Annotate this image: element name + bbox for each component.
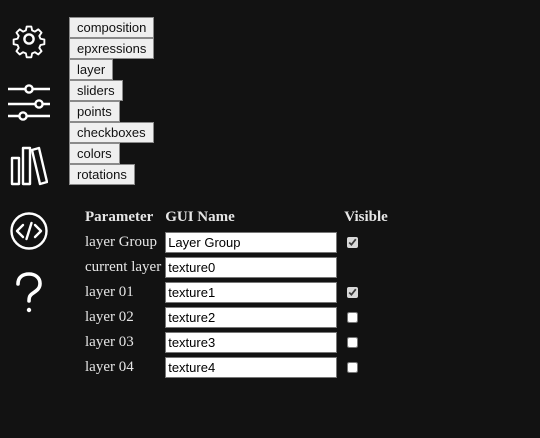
visible-checkbox[interactable] — [347, 337, 359, 349]
table-header-row: Parameter GUI Name Visible — [84, 207, 389, 229]
table-row: layer 04 — [84, 356, 389, 379]
parameter-label: layer 01 — [85, 284, 134, 300]
header-visible: Visible — [344, 209, 388, 225]
gui-name-cell — [164, 281, 338, 304]
table-row: layer Group — [84, 231, 389, 254]
gui-name-cell — [164, 306, 338, 329]
table-row: layer 02 — [84, 306, 389, 329]
tab-colors[interactable]: colors — [69, 143, 120, 164]
gui-name-input[interactable] — [165, 332, 338, 353]
sliders-icon[interactable] — [7, 84, 51, 124]
parameter-label: layer 03 — [85, 334, 134, 350]
gui-name-input[interactable] — [165, 257, 338, 278]
visible-cell — [340, 306, 389, 329]
parameter-label: layer Group — [85, 234, 158, 250]
gui-name-input[interactable] — [165, 282, 338, 303]
parameter-rows: layer Group current layer layer 01 layer 02… — [84, 231, 389, 379]
tab-expressions[interactable]: epxressions — [69, 38, 155, 59]
visible-checkbox[interactable] — [347, 312, 359, 324]
parameter-label: layer 02 — [85, 309, 134, 325]
visible-cell — [340, 331, 389, 354]
gui-name-input[interactable] — [165, 232, 338, 253]
tab-rotations[interactable]: rotations — [69, 164, 135, 185]
parameter-table: Parameter GUI Name Visible layer Group cu… — [82, 205, 391, 381]
header-gui-name: GUI Name — [165, 209, 235, 225]
table-row: layer 03 — [84, 331, 389, 354]
tab-sliders[interactable]: sliders — [69, 80, 123, 101]
library-icon[interactable] — [10, 145, 48, 187]
visible-cell — [340, 281, 389, 304]
visible-cell — [340, 256, 389, 279]
gui-name-cell — [164, 331, 338, 354]
tab-list: composition epxressions layer sliders po… — [69, 17, 155, 185]
visible-checkbox[interactable] — [347, 237, 359, 249]
tab-composition[interactable]: composition — [69, 17, 155, 38]
gui-name-cell — [164, 356, 338, 379]
gui-name-input[interactable] — [165, 307, 338, 328]
parameter-label: layer 04 — [85, 359, 134, 375]
settings-icon[interactable] — [9, 19, 49, 59]
table-row: current layer — [84, 256, 389, 279]
table-row: layer 01 — [84, 281, 389, 304]
visible-cell — [340, 231, 389, 254]
help-icon[interactable] — [12, 272, 46, 316]
tab-layer[interactable]: layer — [69, 59, 114, 80]
gui-name-input[interactable] — [165, 357, 338, 378]
visible-checkbox[interactable] — [347, 362, 359, 374]
header-parameter: Parameter — [85, 209, 154, 225]
visible-cell — [340, 356, 389, 379]
gui-name-cell — [164, 231, 338, 254]
code-icon[interactable] — [9, 211, 49, 251]
gui-name-cell — [164, 256, 338, 279]
tab-points[interactable]: points — [69, 101, 120, 122]
tab-checkboxes[interactable]: checkboxes — [69, 122, 154, 143]
parameter-label: current layer — [85, 259, 162, 275]
visible-checkbox[interactable] — [347, 287, 359, 299]
